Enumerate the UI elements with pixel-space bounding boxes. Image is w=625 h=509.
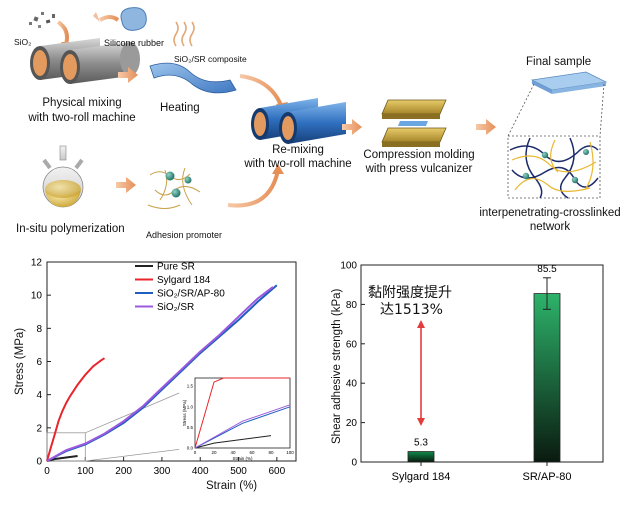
x-tick-label: 0 xyxy=(44,466,50,477)
physical-mixing-label: Physical mixing xyxy=(42,97,122,109)
bar xyxy=(533,293,561,463)
arrowhead-up-icon xyxy=(417,320,425,328)
inset-x-label: Strain (%) xyxy=(232,456,253,461)
series-line xyxy=(46,286,274,462)
series-line xyxy=(46,357,106,462)
network-sub-label: network xyxy=(529,221,571,233)
network-structure-icon xyxy=(507,135,601,199)
zoom-guide xyxy=(85,392,180,434)
bar-value-label: 85.5 xyxy=(537,264,557,275)
final-sample-label: Final sample xyxy=(526,56,592,68)
inset-y-tick-label: 0.5 xyxy=(187,425,194,430)
inset-series-line xyxy=(194,404,291,449)
inset-frame xyxy=(194,377,291,449)
compression-sub-label: with press vulcanizer xyxy=(365,163,473,175)
inset-x-tick-label: 80 xyxy=(268,450,274,455)
adhesion-promoter-label: Adhesion promoter xyxy=(146,230,223,240)
y-tick-label: 8 xyxy=(36,324,42,335)
inset-y-tick-label: 1.5 xyxy=(187,384,194,389)
legend-label: SiO₂/SR xyxy=(157,302,194,313)
y-tick-label: 10 xyxy=(31,291,43,302)
bar-category-label: SR/AP-80 xyxy=(523,471,572,483)
bar-y-tick-label: 100 xyxy=(340,261,357,272)
arrow-icon xyxy=(476,119,496,135)
bar-y-tick-label: 60 xyxy=(346,339,358,350)
x-axis-label: Strain (%) xyxy=(206,480,258,492)
remixing-sub-label: with two-roll machine xyxy=(244,158,352,170)
composite-sheet-icon xyxy=(149,62,237,94)
annotation-line-2: 达1513% xyxy=(380,302,443,318)
x-tick-label: 100 xyxy=(77,466,94,477)
silicone-rubber-label: Silicone rubber xyxy=(104,38,165,48)
arrow-icon xyxy=(118,67,138,83)
inset-series-line xyxy=(194,435,272,449)
inset-x-tick-label: 40 xyxy=(230,450,236,455)
inset-x-tick-label: 20 xyxy=(211,450,217,455)
y-tick-label: 12 xyxy=(31,258,43,269)
two-roll-machine-icon xyxy=(30,38,140,84)
flask-icon xyxy=(42,145,84,208)
sio2-particles-icon xyxy=(29,12,55,28)
bar-plot-frame xyxy=(360,264,604,463)
insitu-label: In-situ polymerization xyxy=(16,223,125,235)
x-tick-label: 200 xyxy=(115,466,132,477)
x-tick-label: 400 xyxy=(192,466,209,477)
zoom-guide xyxy=(85,448,180,462)
network-label: interpenetrating-crosslinked xyxy=(479,207,621,219)
final-sample-icon xyxy=(530,71,608,94)
arrowhead-down-icon xyxy=(417,418,425,426)
x-tick-label: 300 xyxy=(154,466,171,477)
inset-y-tick-label: 1.0 xyxy=(187,404,194,409)
bar-y-tick-label: 20 xyxy=(346,418,358,429)
legend-label: Pure SR xyxy=(157,262,195,273)
curved-arrow-icon xyxy=(56,20,69,45)
inset-y-tick-label: 0.0 xyxy=(187,446,194,451)
y-tick-label: 0 xyxy=(36,457,42,468)
x-tick-label: 500 xyxy=(230,466,247,477)
arrow-icon xyxy=(116,177,136,193)
bar-value-label: 5.3 xyxy=(414,438,428,449)
inset-y-label: Stress (MPa) xyxy=(182,399,187,426)
bar-y-tick-label: 0 xyxy=(351,458,357,469)
bar-y-tick-label: 40 xyxy=(346,379,358,390)
composite-label: SiO₂/SR composite xyxy=(174,54,247,64)
sio2-label: SiO₂ xyxy=(14,37,32,47)
heating-label: Heating xyxy=(160,102,200,114)
silicone-rubber-icon xyxy=(120,7,147,31)
compression-label: Compression molding xyxy=(363,149,475,161)
inset-series-line xyxy=(194,377,290,449)
physical-mixing-sub-label: with two-roll machine xyxy=(28,112,136,124)
zoom-region xyxy=(46,432,86,462)
inset-series-line xyxy=(194,406,291,449)
bar-y-axis-label: Shear adhesive strength (kPa) xyxy=(331,288,343,444)
press-vulcanizer-icon xyxy=(381,99,447,147)
inset-x-tick-label: 0 xyxy=(194,450,197,455)
arrow-icon xyxy=(342,119,362,135)
bar-y-tick-label: 80 xyxy=(346,300,358,311)
adhesion-promoter-icon xyxy=(147,167,201,209)
x-tick-label: 600 xyxy=(269,466,286,477)
annotation-line-1: 黏附强度提升 xyxy=(368,285,452,301)
y-tick-label: 4 xyxy=(36,390,42,401)
bar-category-label: Sylgard 184 xyxy=(392,471,451,483)
legend-label: SiO₂/SR/AP-80 xyxy=(157,289,225,300)
heat-waves-icon xyxy=(173,21,195,47)
legend-label: Sylgard 184 xyxy=(157,275,211,286)
series-line xyxy=(46,455,78,462)
y-tick-label: 2 xyxy=(36,423,42,434)
inset-x-tick-label: 100 xyxy=(286,450,294,455)
remixing-label: Re-mixing xyxy=(272,144,324,156)
y-tick-label: 6 xyxy=(36,357,42,368)
inset-x-tick-label: 60 xyxy=(249,450,255,455)
remixing-rollers-icon xyxy=(251,98,346,144)
bar xyxy=(407,451,435,463)
